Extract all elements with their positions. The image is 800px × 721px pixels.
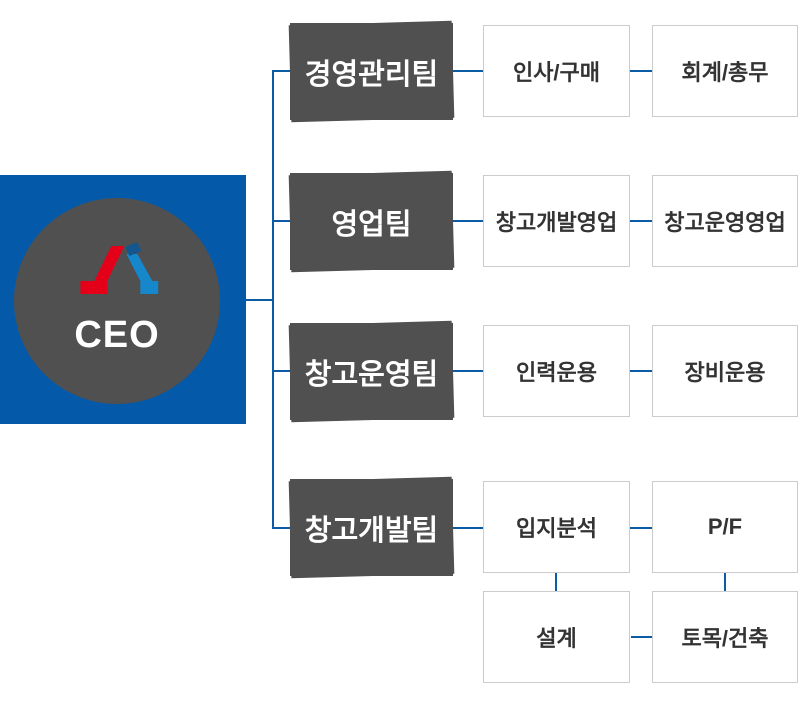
dept-box-civil-architecture: 토목/건축 <box>652 591 798 683</box>
team-label: 창고운영팀 <box>304 358 439 391</box>
connector-line <box>272 70 290 72</box>
connector-line <box>272 370 290 372</box>
dept-box-personnel-ops: 인력운용 <box>483 325 630 417</box>
connector-line <box>453 220 483 222</box>
team-box-sales: 영업팀 <box>290 173 453 270</box>
connector-line <box>272 70 274 529</box>
connector-line <box>630 70 652 72</box>
connector-line <box>724 573 726 591</box>
dept-box-hr-purchasing: 인사/구매 <box>483 25 630 117</box>
dept-label: 장비운용 <box>684 360 766 385</box>
dept-box-equipment-ops: 장비운용 <box>652 325 798 417</box>
connector-line <box>453 70 483 72</box>
dept-label: 인력운용 <box>516 360 597 385</box>
team-box-warehouse-operations: 창고운영팀 <box>290 323 453 420</box>
team-label: 영업팀 <box>331 208 412 241</box>
connector-line <box>555 573 557 591</box>
dept-box-site-analysis: 입지분석 <box>483 481 630 573</box>
dept-label: 창고운영영업 <box>664 210 786 235</box>
connector-line <box>631 636 652 638</box>
dept-label: 인사/구매 <box>512 60 601 85</box>
team-box-management: 경영관리팀 <box>290 23 453 120</box>
connector-line <box>453 370 483 372</box>
company-logo-icon <box>80 242 159 294</box>
connector-line <box>630 527 652 529</box>
team-box-warehouse-development: 창고개발팀 <box>290 479 453 576</box>
connector-line <box>630 370 652 372</box>
dept-box-design: 설계 <box>483 591 630 683</box>
team-label: 창고개발팀 <box>304 514 439 547</box>
connector-line <box>630 220 652 222</box>
dept-box-pf: P/F <box>652 481 798 573</box>
dept-label: 설계 <box>536 626 577 651</box>
dept-box-warehouse-ops-sales: 창고운영영업 <box>652 175 798 267</box>
team-label: 경영관리팀 <box>304 58 439 91</box>
connector-line <box>246 299 272 301</box>
dept-label: 회계/총무 <box>681 60 769 85</box>
dept-label: 창고개발영업 <box>495 210 618 235</box>
dept-box-accounting: 회계/총무 <box>652 25 798 117</box>
ceo-circle: CEO <box>14 198 220 404</box>
dept-label: 입지분석 <box>516 516 597 541</box>
dept-label: P/F <box>707 514 743 539</box>
dept-label: 토목/건축 <box>681 626 769 651</box>
dept-box-warehouse-dev-sales: 창고개발영업 <box>483 175 630 267</box>
connector-line <box>272 220 290 222</box>
connector-line <box>272 527 290 529</box>
ceo-label: CEO <box>74 314 160 356</box>
connector-line <box>453 527 483 529</box>
